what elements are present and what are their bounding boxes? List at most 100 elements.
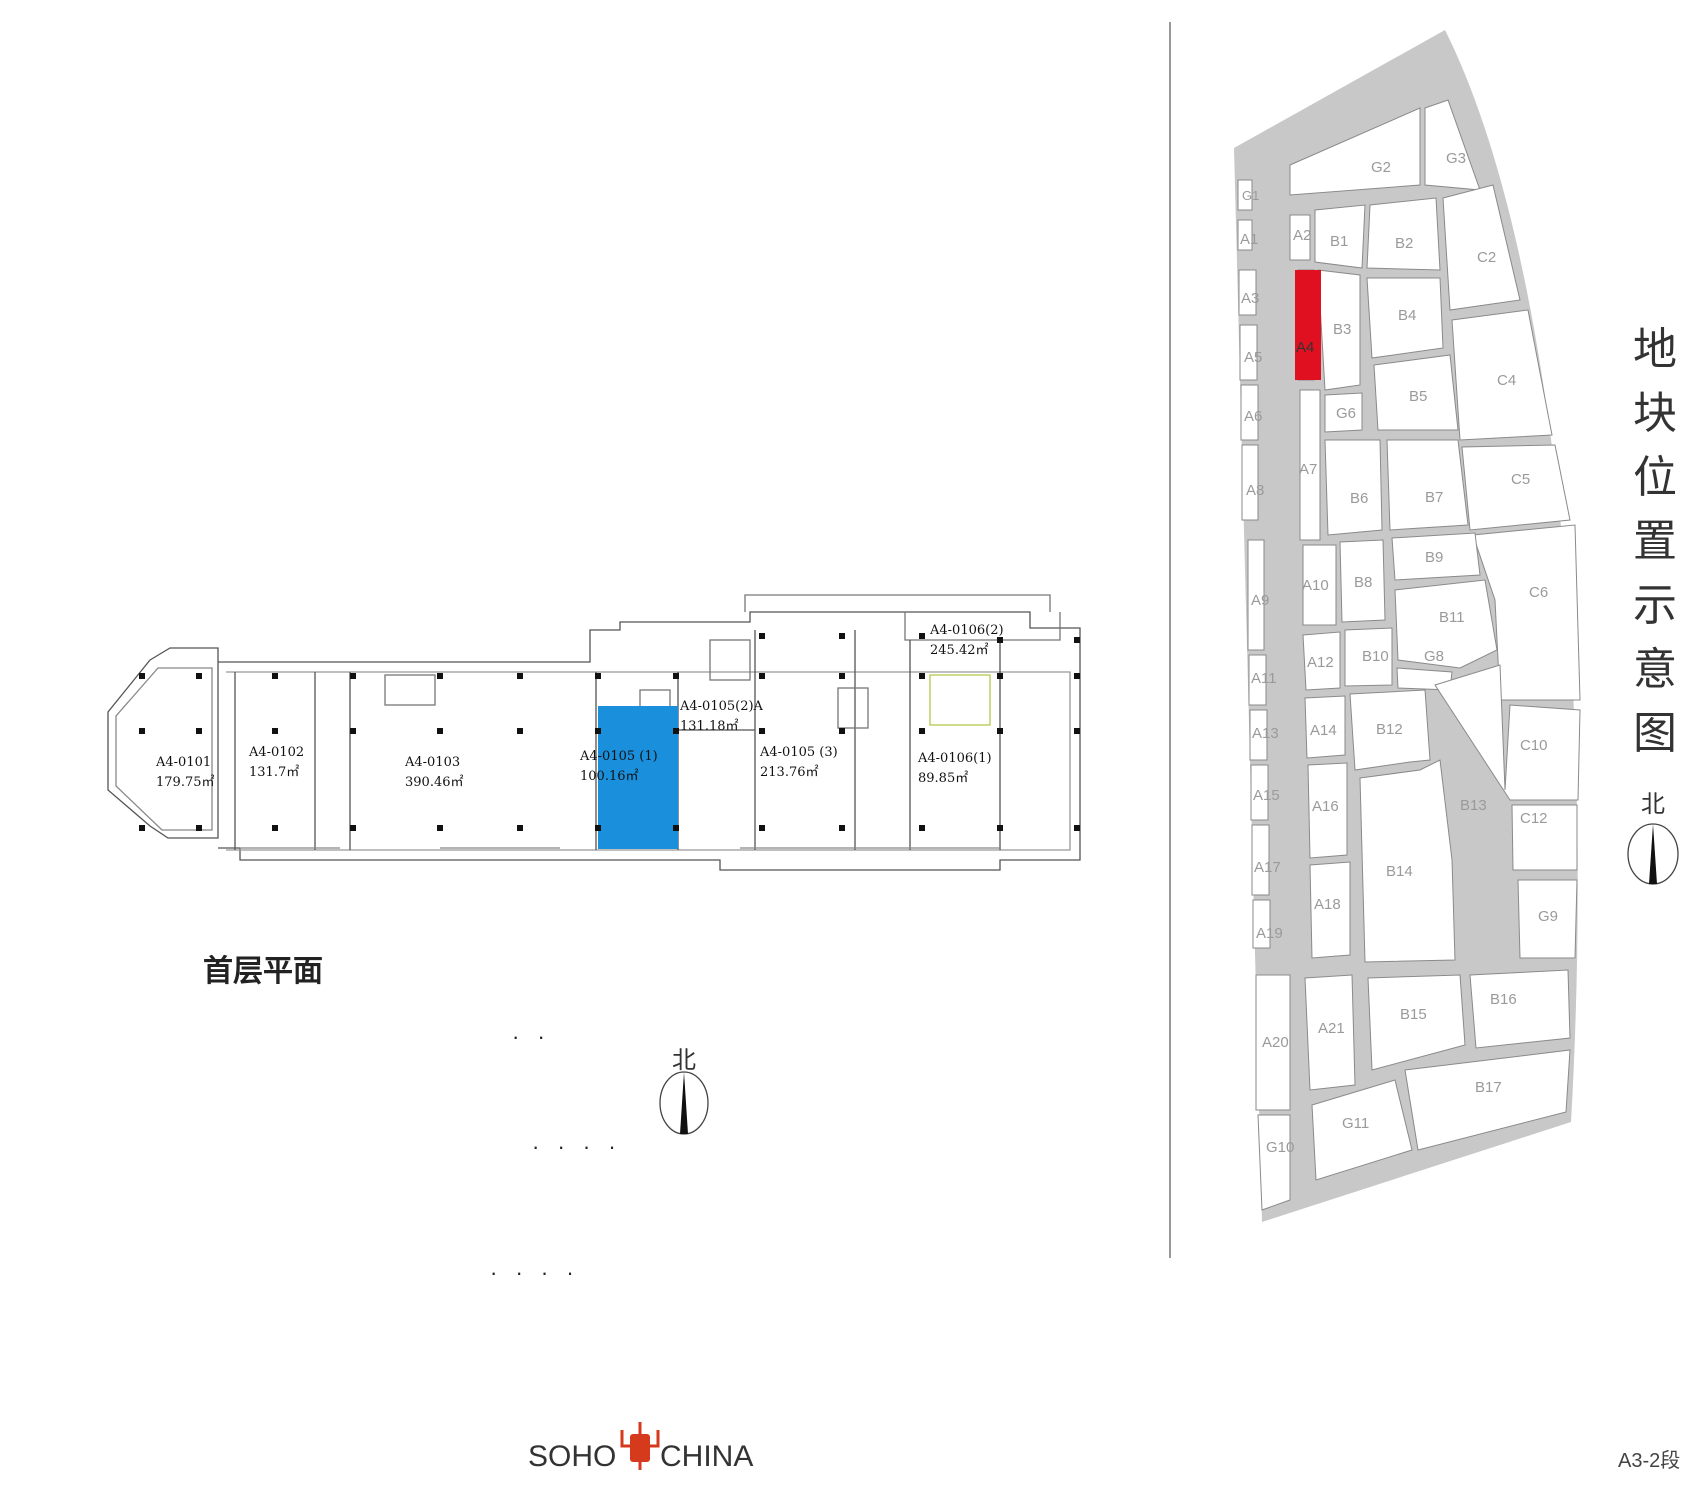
column-marker — [517, 673, 523, 679]
site-map-title-char: 意 — [1633, 644, 1677, 695]
plot-label-c12: C12 — [1520, 810, 1548, 827]
plot-label-c2: C2 — [1477, 249, 1496, 266]
column-marker — [272, 825, 278, 831]
column-marker — [839, 825, 845, 831]
column-marker — [839, 728, 845, 734]
unit-labels: A4-0101 179.75㎡ A4-0102 131.7㎡ A4-0103 3… — [155, 623, 1004, 790]
site-map: G1 G2 G3 A1 A2 B1 B2 C2 A3 A4 B3 B4 C4 A… — [1234, 30, 1581, 1222]
floor-north-compass — [659, 1071, 709, 1135]
brand-seal — [620, 1422, 660, 1470]
column-marker — [350, 825, 356, 831]
column-marker — [595, 825, 601, 831]
plot-labels: G1 G2 G3 A1 A2 B1 B2 C2 A3 A4 B3 B4 C4 A… — [1240, 150, 1558, 1156]
column-marker — [517, 825, 523, 831]
unit-a4-0105-2a-area: 131.18㎡ — [680, 719, 739, 734]
plot-label-b4: B4 — [1398, 307, 1416, 324]
wall-main — [218, 611, 1081, 871]
column-marker — [919, 673, 925, 679]
plot-label-c10: C10 — [1520, 737, 1548, 754]
column-marker — [1074, 637, 1080, 643]
plot-label-b10: B10 — [1362, 648, 1389, 665]
unit-a4-0103-id: A4-0103 — [404, 755, 460, 770]
unit-a4-0105-3-area: 213.76㎡ — [760, 765, 819, 780]
plot-label-g1: G1 — [1242, 188, 1259, 203]
plot-label-a5: A5 — [1244, 349, 1262, 366]
unit-a4-0105-1-area: 100.16㎡ — [580, 769, 639, 784]
site-map-title-char: 图 — [1633, 708, 1677, 759]
column-marker — [1074, 673, 1080, 679]
site-map-title-char: 示 — [1633, 580, 1677, 631]
plot-label-b15: B15 — [1400, 1006, 1427, 1023]
site-map-title-char: 位 — [1633, 452, 1677, 503]
plot-label-b8: B8 — [1354, 574, 1372, 591]
column-marker — [139, 728, 145, 734]
plot-label-a19: A19 — [1256, 925, 1283, 942]
plot-label-a12: A12 — [1307, 654, 1334, 671]
column-marker — [759, 673, 765, 679]
plot-label-g6: G6 — [1336, 405, 1356, 422]
unit-a4-0106-1-id: A4-0106(1) — [917, 751, 992, 766]
column-marker — [919, 728, 925, 734]
column-marker — [272, 728, 278, 734]
plot-label-a21: A21 — [1318, 1020, 1345, 1037]
site-north-compass — [1627, 823, 1679, 885]
plot-label-b6: B6 — [1350, 490, 1368, 507]
plot-label-a15: A15 — [1253, 787, 1280, 804]
column-marker — [759, 825, 765, 831]
wall-west — [107, 647, 219, 839]
plot-label-a8: A8 — [1246, 482, 1264, 499]
stair-highlight — [929, 674, 991, 726]
plot-label-g3: G3 — [1446, 150, 1466, 167]
unit-a4-0106-1-area: 89.85㎡ — [918, 771, 968, 786]
plot-label-a18: A18 — [1314, 896, 1341, 913]
plot-label-b9: B9 — [1425, 549, 1443, 566]
plot-label-b14: B14 — [1386, 863, 1413, 880]
site-map-title-char: 置 — [1633, 516, 1677, 567]
unit-a4-0103-area: 390.46㎡ — [405, 775, 464, 790]
column-marker — [196, 673, 202, 679]
unit-a4-0106-2-id: A4-0106(2) — [929, 623, 1004, 638]
column-marker — [997, 728, 1003, 734]
plot-label-a2: A2 — [1293, 227, 1311, 244]
column-marker — [673, 728, 679, 734]
unit-a4-0105-3-id: A4-0105 (3) — [759, 745, 838, 760]
plot-label-g10: G10 — [1266, 1139, 1294, 1156]
column-marker — [997, 637, 1003, 643]
plot-label-a3: A3 — [1241, 290, 1259, 307]
column-marker — [997, 673, 1003, 679]
column-marker — [839, 633, 845, 639]
unit-a4-0105-2a-id: A4-0105(2)A — [679, 699, 764, 714]
column-marker — [595, 673, 601, 679]
wall-main-inner — [226, 671, 1071, 851]
dots-1: · · — [512, 1024, 551, 1049]
column-marker — [673, 673, 679, 679]
plot-label-g9: G9 — [1538, 908, 1558, 925]
plot-label-a10: A10 — [1302, 577, 1329, 594]
plot-label-a6: A6 — [1244, 408, 1262, 425]
plot-label-a17: A17 — [1254, 859, 1281, 876]
wall-west-inner — [115, 667, 213, 831]
dots-3: · · · · — [490, 1260, 580, 1285]
column-marker — [437, 728, 443, 734]
site-map-title: 地块位置示意图 — [1625, 318, 1685, 766]
plot-a4-highlight — [1295, 270, 1321, 380]
column-marker — [839, 673, 845, 679]
plot-label-g2: G2 — [1371, 159, 1391, 176]
column-marker — [919, 633, 925, 639]
brand-right: CHINA — [660, 1440, 754, 1473]
plot-label-a9: A9 — [1251, 592, 1269, 609]
site-map-title-char: 地 — [1633, 324, 1677, 375]
floor-plan-title: 首层平面 — [203, 954, 323, 989]
highlighted-unit-a4-0105-1 — [598, 706, 678, 849]
plot-label-a4: A4 — [1296, 339, 1314, 356]
unit-a4-0102-id: A4-0102 — [248, 745, 304, 760]
column-marker — [759, 633, 765, 639]
plot-label-g8: G8 — [1424, 648, 1444, 665]
unit-a4-0101-id: A4-0101 — [155, 755, 211, 770]
plot-label-b12: B12 — [1376, 721, 1403, 738]
column-marker — [139, 673, 145, 679]
plot-label-b11: B11 — [1439, 609, 1465, 626]
unit-a4-0102-area: 131.7㎡ — [249, 765, 299, 780]
site-map-title-char: 块 — [1633, 388, 1677, 439]
